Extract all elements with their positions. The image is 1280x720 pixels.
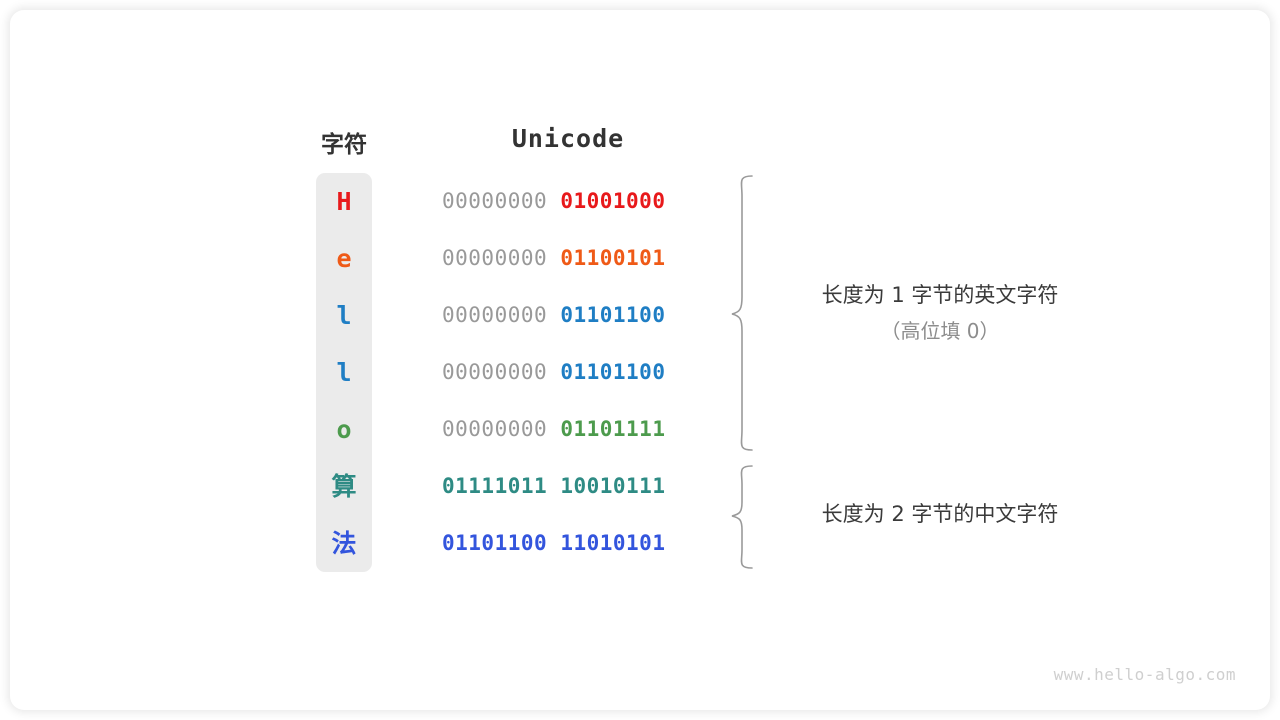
binary-row: 00000000 01101111 bbox=[442, 401, 694, 458]
char-cell: o bbox=[336, 415, 352, 444]
binary-low-byte: 11010101 bbox=[560, 531, 666, 555]
binary-high-byte: 00000000 bbox=[442, 246, 548, 270]
char-cell: l bbox=[336, 301, 352, 330]
binary-row: 00000000 01101100 bbox=[442, 287, 694, 344]
annotation-single-byte: 长度为 1 字节的英文字符 （高位填 0） bbox=[770, 279, 1110, 344]
binary-low-byte: 01001000 bbox=[560, 189, 666, 213]
binary-low-byte: 01101100 bbox=[560, 360, 666, 384]
char-cell: 法 bbox=[331, 529, 357, 558]
binary-row: 01101100 11010101 bbox=[442, 515, 694, 572]
char-cell: 算 bbox=[331, 472, 357, 501]
binary-high-byte: 00000000 bbox=[442, 417, 548, 441]
binary-low-byte: 01101100 bbox=[560, 303, 666, 327]
char-cell: l bbox=[336, 358, 352, 387]
char-cell: H bbox=[336, 187, 352, 216]
binary-high-byte: 01101100 bbox=[442, 531, 548, 555]
annotation-double-byte: 长度为 2 字节的中文字符 bbox=[770, 498, 1110, 528]
column-header-character: 字符 bbox=[321, 132, 367, 158]
column-header-unicode: Unicode bbox=[511, 124, 625, 153]
annotation-double-byte-main: 长度为 2 字节的中文字符 bbox=[821, 502, 1059, 526]
binary-high-byte: 00000000 bbox=[442, 303, 548, 327]
binary-high-byte: 00000000 bbox=[442, 189, 548, 213]
binary-high-byte: 01111011 bbox=[442, 474, 548, 498]
binary-row: 00000000 01100101 bbox=[442, 230, 694, 287]
binary-row: 00000000 01101100 bbox=[442, 344, 694, 401]
binary-row: 00000000 01001000 bbox=[442, 173, 694, 230]
annotation-single-byte-main: 长度为 1 字节的英文字符 bbox=[821, 283, 1059, 307]
character-column-background bbox=[316, 173, 372, 572]
binary-low-byte: 01101111 bbox=[560, 417, 666, 441]
brace-double-byte-group bbox=[731, 465, 753, 569]
watermark-url: www.hello-algo.com bbox=[1053, 665, 1236, 684]
annotation-single-byte-sub: （高位填 0） bbox=[880, 319, 1000, 343]
brace-single-byte-group bbox=[731, 175, 753, 451]
binary-low-byte: 01100101 bbox=[560, 246, 666, 270]
binary-low-byte: 10010111 bbox=[560, 474, 666, 498]
binary-row: 01111011 10010111 bbox=[442, 458, 694, 515]
binary-high-byte: 00000000 bbox=[442, 360, 548, 384]
char-cell: e bbox=[336, 244, 352, 273]
figure-card: 字符 Unicode H 00000000 01001000 e 00000000 0… bbox=[10, 10, 1270, 710]
